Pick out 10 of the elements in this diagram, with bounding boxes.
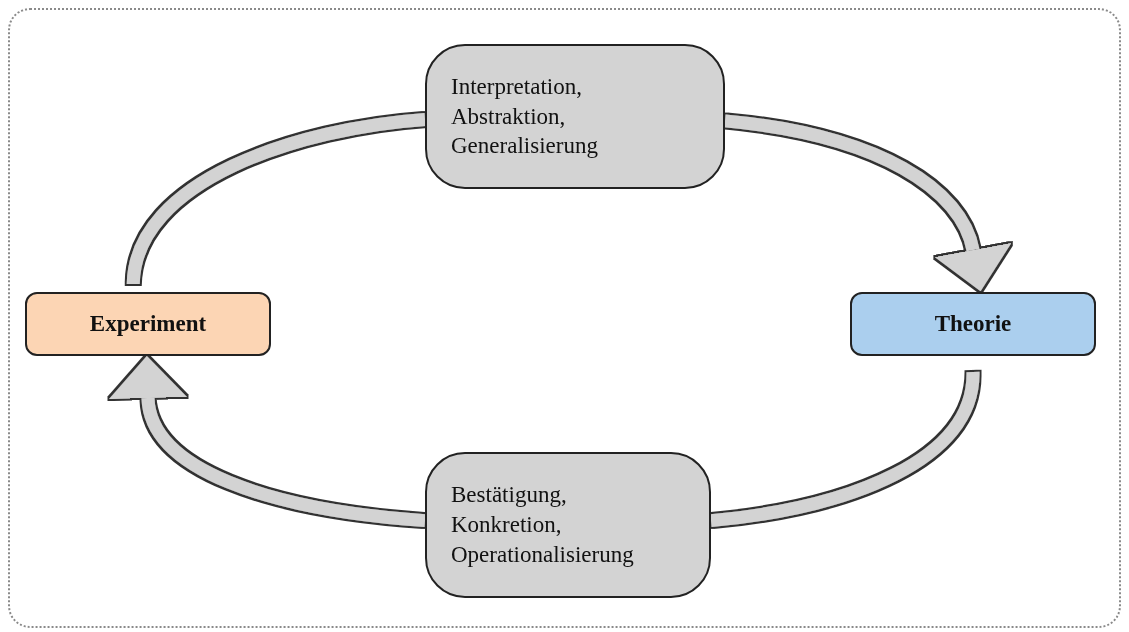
box-text: Bestätigung, Konkretion, Operationalisierung [451,481,634,569]
box-text: Interpretation, Abstraktion, Generalisierung [451,72,598,161]
rounded-box [425,44,725,189]
curved-arrow [724,114,1011,291]
curved-arrow [109,356,426,528]
process-box [25,292,271,356]
box-label: Experiment [89,310,207,339]
box-label: Theorie [934,310,1012,339]
rounded-box [425,452,711,598]
process-box [850,292,1096,356]
